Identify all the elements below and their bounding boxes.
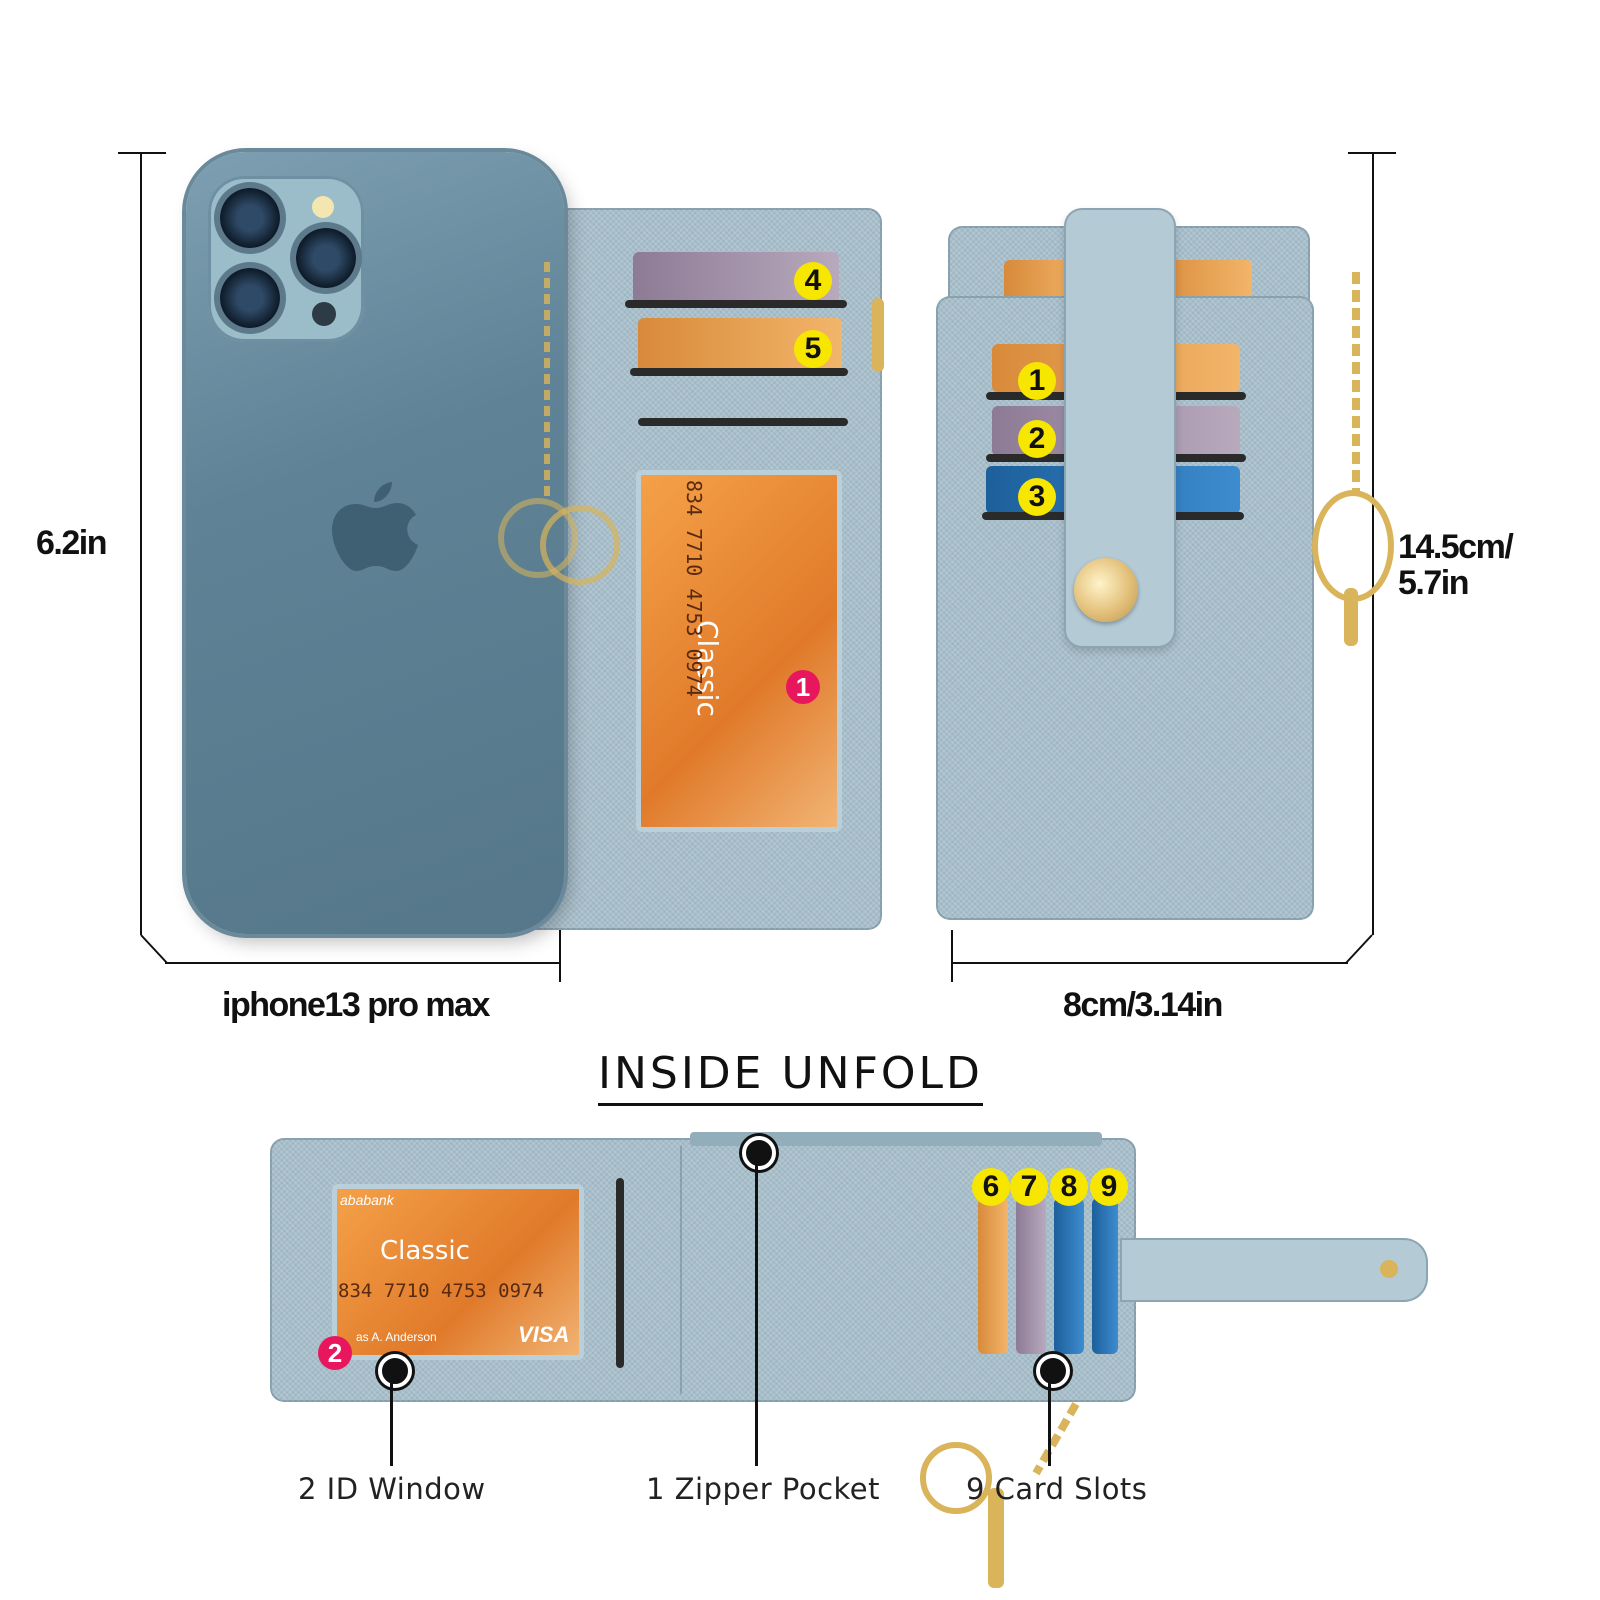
unfold-chain-icon [1032,1402,1080,1476]
left-bottom-end-tick [559,930,561,982]
right-bottom-start-tick [951,930,953,982]
inside-unfold-title: INSIDE UNFOLD [598,1048,983,1106]
unfold-keyring-icon [920,1442,992,1514]
fold-line [680,1146,682,1394]
lidar-icon [312,302,336,326]
card-slot-5 [630,368,848,376]
feature-card-slots: 9 Card Slots [966,1472,1148,1506]
unfold-card-bank: ababank [340,1192,394,1208]
badge-6: 6 [972,1168,1010,1206]
unfold-card-holder: as A. Anderson [356,1330,437,1344]
left-height-line [140,152,142,935]
unfold-zipper[interactable] [690,1132,1102,1146]
camera-lens-3-icon [220,268,280,328]
callout-line-card-slots [1048,1382,1051,1466]
wallet-width-label: 8cm/3.14in [1063,986,1223,1024]
chain-left-icon [544,262,550,502]
camera-lens-2-icon [296,228,356,288]
flash-icon [312,196,334,218]
badge-id-window-1: 1 [786,670,820,704]
phone-height-label: 6.2in [36,524,107,562]
snap-button-icon[interactable] [1074,558,1138,622]
card-slot-4 [625,300,847,308]
apple-logo-icon [332,482,418,571]
badge-5: 5 [794,330,832,368]
feature-zipper-pocket: 1 Zipper Pocket [646,1472,881,1506]
callout-dot-card-slots [1036,1354,1070,1388]
unfold-snap-strap[interactable] [1120,1238,1428,1302]
id-window-unfold: ababank Classic 834 7710 4753 0974 as A.… [332,1184,584,1360]
unfold-clasp-icon [988,1488,1004,1588]
badge-front-3: 3 [1018,478,1056,516]
chain-right-icon [1352,272,1360,492]
right-corner-diagonal [1345,934,1373,964]
badge-front-1: 1 [1018,362,1056,400]
badge-front-2: 2 [1018,420,1056,458]
unfold-snap-stud-icon [1380,1260,1398,1278]
unfold-card-number: 834 7710 4753 0974 [338,1280,544,1302]
back-slip-pocket [638,418,848,426]
unfold-card-8 [1054,1198,1084,1354]
badge-7: 7 [1010,1168,1048,1206]
card-number-vertical: 834 7710 4753 0974 [682,480,706,697]
keyring-right-icon [1312,490,1394,602]
camera-lens-1-icon [220,188,280,248]
unfold-card-6 [978,1198,1008,1354]
badge-8: 8 [1050,1168,1088,1206]
right-bottom-line [953,962,1348,964]
wallet-height-label-line1: 14.5cm/ [1398,528,1514,566]
wallet-height-label-line2: 5.7in [1398,564,1469,602]
keyring-left-2-icon [540,505,620,585]
left-corner-diagonal [140,934,168,964]
left-height-top-tick [118,152,166,154]
clasp-right-icon [1344,588,1358,646]
badge-4: 4 [794,262,832,300]
id-window-back: Classic 834 7710 4753 0974 [636,470,842,832]
unfold-card-7 [1016,1198,1046,1354]
badge-9: 9 [1090,1168,1128,1206]
phone-model-label: iphone13 pro max [222,986,490,1024]
iphone-13-pro-max [186,152,564,934]
badge-id-window-2: 2 [318,1336,352,1370]
callout-dot-id-window [378,1354,412,1388]
left-bottom-line [165,962,560,964]
callout-line-id-window [390,1382,393,1466]
camera-module [208,176,364,342]
callout-line-zipper [755,1164,758,1466]
zipper-pull-icon [872,298,884,372]
unfold-card-visa: VISA [518,1322,570,1347]
feature-id-window: 2 ID Window [298,1472,486,1506]
unfold-card-9 [1092,1198,1118,1354]
callout-dot-zipper [742,1136,776,1170]
unfold-slip-slot [616,1178,624,1368]
unfold-card-classic: Classic [380,1236,470,1266]
